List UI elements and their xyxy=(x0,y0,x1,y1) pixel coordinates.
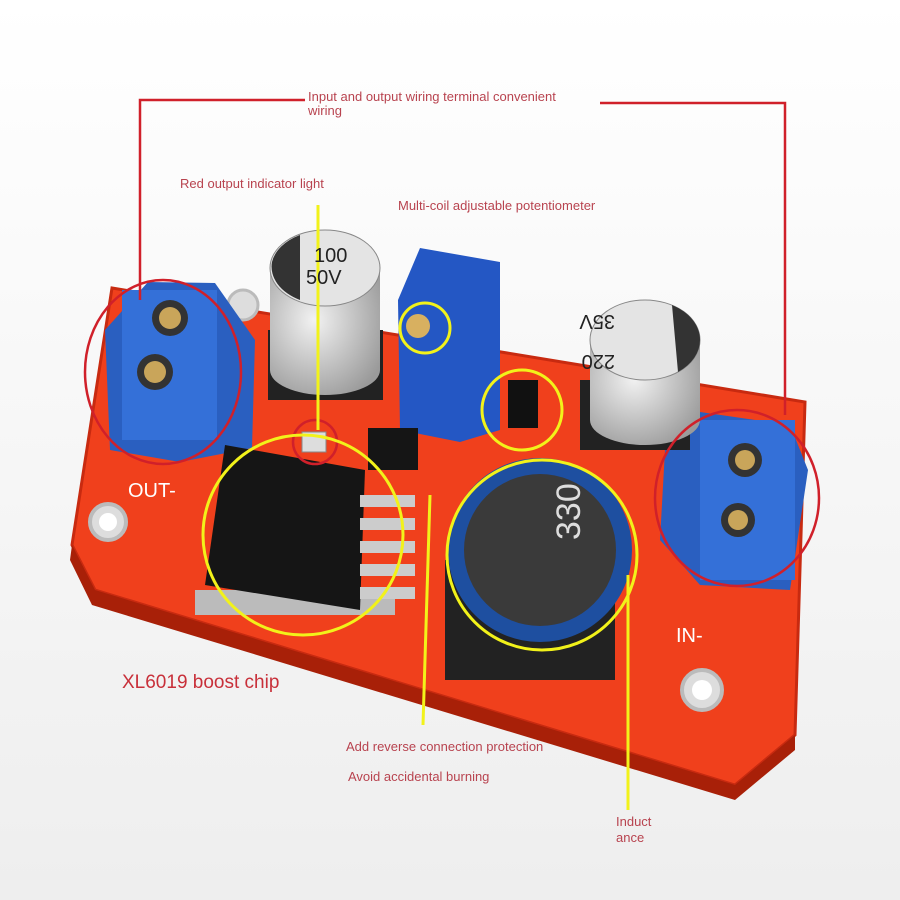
bracket-line xyxy=(600,101,787,415)
terminal-annotation-line2: wiring xyxy=(308,103,342,118)
xl6019-chip xyxy=(195,445,415,615)
cap2-voltage: 35V xyxy=(579,310,615,332)
terminal-annotation-line1: Input and output wiring terminal conveni… xyxy=(308,89,556,104)
capacitor-100uf xyxy=(268,229,383,400)
potentiometer-annotation: Multi-coil adjustable potentiometer xyxy=(398,198,596,213)
mounting-hole-center xyxy=(99,513,117,531)
bracket-line xyxy=(138,98,305,300)
in-label: IN- xyxy=(676,625,703,647)
protection-annotation: Add reverse connection protection xyxy=(346,739,544,754)
inductor-circle xyxy=(445,458,639,652)
cap1-value: 100 xyxy=(314,245,347,267)
input-terminal-circle xyxy=(653,408,821,588)
burning-annotation: Avoid accidental burning xyxy=(348,769,490,784)
chip-annotation: XL6019 boost chip xyxy=(122,672,280,693)
capacitor-220uf xyxy=(580,299,701,450)
output-terminal-circle xyxy=(83,278,243,466)
inductance-annotation-line1: Induct xyxy=(616,814,652,829)
protection-diode xyxy=(508,380,538,428)
inductance-annotation-line2: ance xyxy=(616,830,645,845)
potentiometer xyxy=(398,248,500,442)
input-terminal-block xyxy=(660,412,808,590)
inductor xyxy=(445,458,632,680)
inductor-value: 330 xyxy=(550,483,588,540)
pointer-line xyxy=(421,494,432,726)
out-label: OUT- xyxy=(128,480,176,502)
diode-circle xyxy=(480,368,564,452)
cap2-value: 220 xyxy=(582,350,615,372)
cap1-voltage: 50V xyxy=(306,267,342,289)
potentiometer-circle xyxy=(398,301,452,355)
chip-circle xyxy=(201,433,405,637)
indicator-annotation: Red output indicator light xyxy=(180,176,324,191)
output-terminal-block xyxy=(105,282,255,462)
red-annotations xyxy=(83,98,821,588)
yellow-annotations xyxy=(201,205,639,810)
mounting-hole-center xyxy=(692,680,712,700)
small-component xyxy=(368,428,418,470)
